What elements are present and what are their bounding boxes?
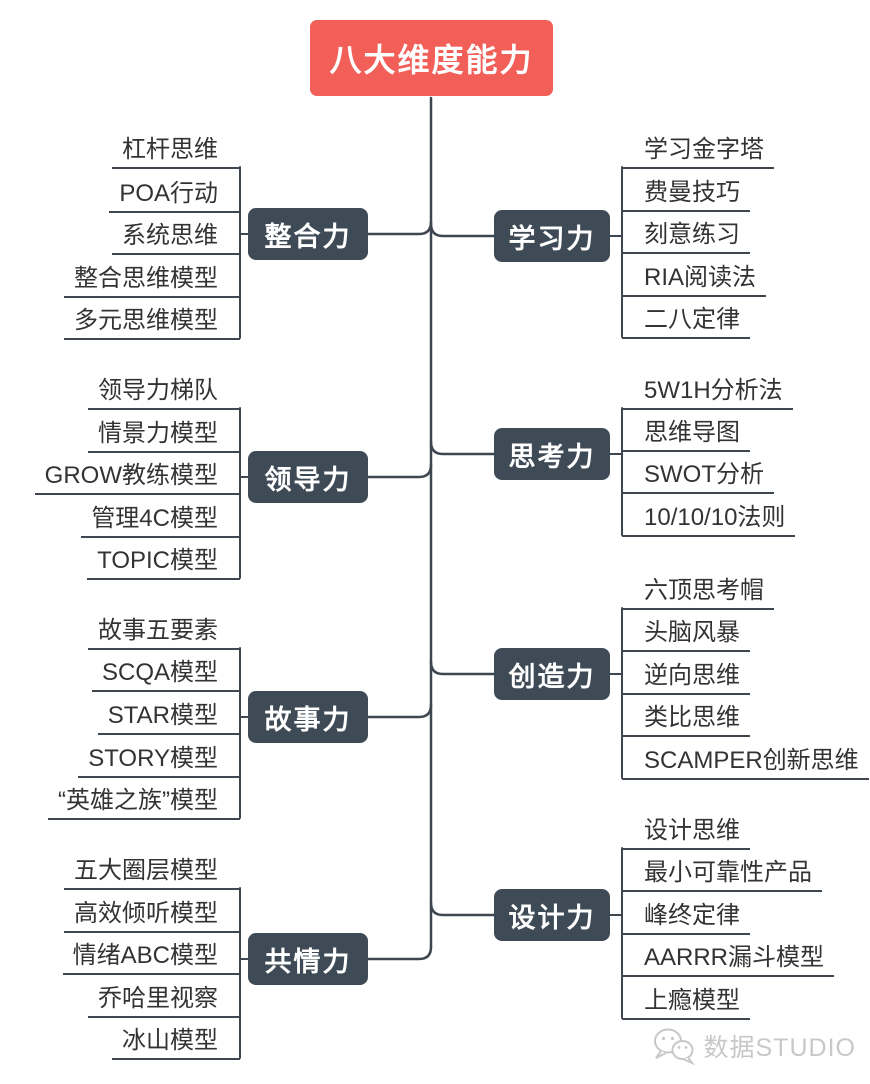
branch-line-leadership [366,463,433,479]
leaf-item: 多元思维模型 [64,304,240,340]
leaf-item: 逆向思维 [622,659,750,695]
leaf-item: 上瘾模型 [622,984,750,1020]
bracket-empathy [239,887,250,1059]
leaf-item: “英雄之族”模型 [48,784,240,820]
leaf-item: 情绪ABC模型 [62,939,240,975]
leaf-item: SWOT分析 [622,458,774,494]
leaf-item: 思维导图 [622,416,750,452]
branch-node-story: 故事力 [248,691,368,743]
wechat-icon [652,1026,696,1066]
branch-line-integration [366,220,433,236]
bracket-story [239,647,250,819]
branch-node-learning: 学习力 [494,210,610,262]
leaf-item: STORY模型 [78,742,240,778]
branch-node-integration: 整合力 [248,208,368,260]
leaf-item: 情景力模型 [88,417,240,453]
branch-line-story [366,703,433,719]
watermark-text: 数据STUDIO [703,1034,856,1062]
bracket-design [609,847,623,1019]
leaf-item: 最小可靠性产品 [622,856,822,892]
bracket-integration [239,166,250,339]
leaf-item: 五大圈层模型 [64,854,240,890]
leaf-item: STAR模型 [97,699,240,735]
leaf-item: TOPIC模型 [87,544,240,580]
bracket-thinking [609,407,623,536]
leaf-item: 10/10/10法则 [622,501,796,537]
branch-node-creativity: 创造力 [494,648,610,700]
leaf-item: 5W1H分析法 [622,374,793,410]
leaf-item: 类比思维 [622,701,750,737]
leaf-item: 系统思维 [112,219,240,255]
leaf-item: 故事五要素 [88,614,240,650]
branch-node-thinking: 思考力 [494,428,610,480]
leaf-item: SCAMPER创新思维 [622,744,869,780]
leaf-item: POA行动 [109,177,240,213]
leaf-item: 杠杆思维 [112,133,240,169]
branch-line-learning [429,222,496,238]
leaf-item: 头脑风暴 [622,616,750,652]
leaf-item: SCQA模型 [91,656,240,692]
branch-node-empathy: 共情力 [248,933,368,985]
leaf-item: GROW教练模型 [34,459,240,495]
leaf-item: 冰山模型 [112,1024,240,1060]
leaf-item: 管理4C模型 [81,502,240,538]
branch-node-design: 设计力 [494,889,610,941]
bracket-leadership [239,407,250,579]
leaf-item: 设计思维 [622,814,750,850]
leaf-item: 乔哈里视察 [88,982,240,1018]
leaf-item: RIA阅读法 [622,261,767,297]
leaf-item: 六顶思考帽 [622,574,774,610]
leaf-item: 费曼技巧 [622,176,750,212]
leaf-item: AARRR漏斗模型 [622,941,835,977]
leaf-item: 二八定律 [622,303,750,339]
branch-line-empathy [366,945,433,961]
root-topic: 八大维度能力 [310,20,553,96]
leaf-item: 峰终定律 [622,899,750,935]
leaf-item: 刻意练习 [622,218,750,254]
branch-line-creativity [429,660,496,676]
watermark: 数据STUDIO [652,1026,856,1066]
leaf-item: 高效倾听模型 [64,897,240,933]
bracket-learning [609,166,623,338]
leaf-item: 整合思维模型 [64,262,240,298]
branch-node-leadership: 领导力 [248,451,368,503]
branch-line-design [429,901,496,917]
branch-line-thinking [429,440,496,456]
leaf-item: 学习金字塔 [622,133,774,169]
bracket-creativity [609,607,623,779]
leaf-item: 领导力梯队 [88,374,240,410]
